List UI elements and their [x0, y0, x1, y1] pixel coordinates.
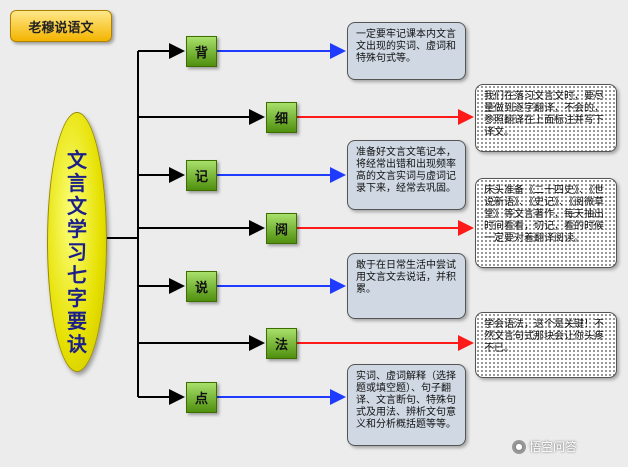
note-text: 我们在落习文言文时，要尽量做到逐字翻译，不会的，参照翻译在上面标注并写下译文。	[484, 91, 604, 138]
title-badge-text: 老穆说语文	[28, 20, 94, 36]
note-dian: 实词、虚词解释（选择题或填空题）、句子翻译、文言断句、特殊句式及用法、辨析文句意…	[347, 364, 466, 446]
center-label-char: 文	[67, 194, 87, 218]
center-label-char: 习	[67, 240, 87, 264]
note-ji: 准备好文言文笔记本，将经常出错和出现频率高的文言实词与虚词记录下来，经常去巩固。	[347, 140, 466, 210]
node-ji: 记	[186, 160, 217, 191]
note-text: 一定要牢记课本内文言文出现的实词、虚词和特殊句式等。	[356, 29, 456, 64]
node-bei: 背	[186, 36, 217, 67]
title-badge: 老穆说语文	[10, 10, 112, 42]
node-label: 说	[194, 281, 208, 296]
note-text: 敢于在日常生活中尝试用文言文去说话，并积累。	[356, 260, 456, 295]
node-yue: 阅	[266, 213, 297, 244]
center-label: 文言文学习七字要诀	[48, 149, 106, 356]
watermark: ● 悟空问答	[512, 438, 577, 455]
center-label-char: 字	[67, 286, 87, 310]
node-dian: 点	[186, 382, 217, 413]
node-label: 法	[274, 338, 288, 353]
note-xi: 我们在落习文言文时，要尽量做到逐字翻译，不会的，参照翻译在上面标注并写下译文。	[475, 84, 617, 152]
center-label-char: 七	[67, 263, 87, 287]
note-shuo: 敢于在日常生活中尝试用文言文去说话，并积累。	[347, 253, 466, 319]
node-label: 点	[194, 392, 208, 407]
center-label-char: 诀	[67, 332, 87, 356]
watermark-text: 悟空问答	[529, 440, 578, 454]
node-shuo: 说	[186, 271, 217, 302]
note-text: 学会语法，这个是关键！不然文言句式那块会让你头疼不已。	[484, 319, 604, 354]
node-label: 记	[194, 170, 208, 185]
center-label-char: 文	[67, 148, 87, 172]
center-label-char: 言	[67, 171, 87, 195]
note-text: 实词、虚词解释（选择题或填空题）、句子翻译、文言断句、特殊句式及用法、辨析文句意…	[356, 371, 456, 430]
node-fa: 法	[266, 328, 297, 359]
note-text: 准备好文言文笔记本，将经常出错和出现频率高的文言实词与虚词记录下来，经常去巩固。	[356, 147, 456, 194]
node-xi: 细	[266, 102, 297, 133]
center-label-char: 学	[67, 217, 87, 241]
center-oval: 文言文学习七字要诀	[47, 112, 107, 372]
node-label: 背	[194, 46, 208, 61]
note-yue: 床头准备《二十四史》、《世说新语》、《史记》、《阅微草堂》等文言著作，每天抽出时…	[475, 178, 617, 268]
center-label-char: 要	[67, 309, 87, 333]
note-text: 床头准备《二十四史》、《世说新语》、《史记》、《阅微草堂》等文言著作，每天抽出时…	[484, 185, 604, 244]
note-bei: 一定要牢记课本内文言文出现的实词、虚词和特殊句式等。	[347, 22, 466, 80]
note-fa: 学会语法，这个是关键！不然文言句式那块会让你头疼不已。	[475, 312, 617, 378]
watermark-icon: ●	[512, 439, 526, 454]
node-label: 阅	[274, 223, 288, 238]
node-label: 细	[274, 112, 288, 127]
